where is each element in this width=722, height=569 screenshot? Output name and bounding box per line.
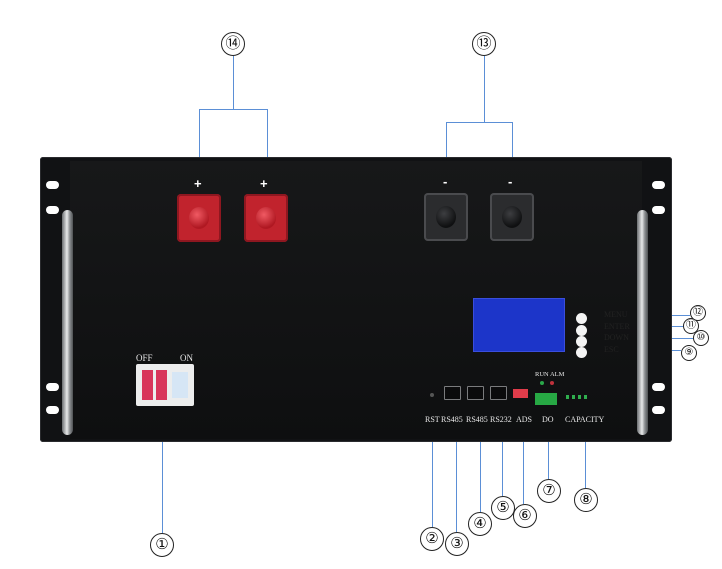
- callout-8: ⑧: [574, 488, 598, 512]
- rack-slot: [46, 206, 59, 214]
- leader-line: [432, 424, 433, 527]
- breaker-on-label: ON: [180, 353, 193, 363]
- leader-line: [548, 424, 549, 479]
- leader-line: [446, 122, 513, 123]
- breaker-toggle[interactable]: [142, 370, 153, 400]
- esc-button[interactable]: [576, 347, 587, 358]
- breaker-brand-plate: [172, 372, 188, 398]
- ads-label: ADS: [516, 415, 533, 424]
- leader-line: [585, 424, 586, 488]
- terminal-core: [256, 207, 276, 229]
- leader-line: [502, 424, 503, 496]
- down-button[interactable]: [576, 336, 587, 347]
- breaker-toggle[interactable]: [156, 370, 167, 400]
- do-terminal-block[interactable]: [535, 393, 557, 405]
- menu-label: MENU: [604, 310, 628, 319]
- reset-hole[interactable]: [430, 393, 434, 397]
- rack-slot: [652, 181, 665, 189]
- capacity-leds: [566, 395, 588, 399]
- leader-line: [162, 420, 163, 533]
- circuit-breaker[interactable]: [136, 364, 194, 406]
- leader-line: [233, 56, 234, 109]
- rs232-port[interactable]: [490, 386, 507, 400]
- rack-slot: [652, 206, 665, 214]
- plus-sign: +: [260, 176, 268, 191]
- rs485-port-a[interactable]: [444, 386, 461, 400]
- capacity-label: CAPACITY: [565, 415, 605, 424]
- down-label: DOWN: [604, 333, 629, 342]
- callout-1: ①: [150, 533, 174, 557]
- rack-slot: [46, 406, 59, 414]
- leader-line: [480, 424, 481, 512]
- callout-13: ⑬: [472, 32, 496, 56]
- positive-terminal[interactable]: [244, 194, 288, 242]
- left-handle[interactable]: [62, 210, 73, 435]
- plus-sign: +: [194, 176, 202, 191]
- esc-label: ESC: [604, 345, 619, 354]
- leader-line: [456, 424, 457, 532]
- minus-sign: -: [508, 174, 513, 189]
- callout-7: ⑦: [537, 479, 561, 503]
- negative-terminal[interactable]: [424, 193, 468, 241]
- rack-slot: [46, 181, 59, 189]
- rst-label: RST: [425, 415, 440, 424]
- terminal-core: [502, 206, 522, 228]
- callout-9: ⑨: [681, 345, 697, 361]
- leader-line: [199, 109, 268, 110]
- negative-terminal[interactable]: [490, 193, 534, 241]
- alarm-led: [550, 381, 554, 385]
- minus-sign: -: [443, 174, 448, 189]
- lcd-screen: [473, 298, 565, 352]
- leader-line: [512, 122, 513, 173]
- do-label: DO: [542, 415, 554, 424]
- positive-terminal[interactable]: [177, 194, 221, 242]
- rs485-port-b[interactable]: [467, 386, 484, 400]
- rs485-label: RS485: [466, 415, 488, 424]
- callout-2: ②: [420, 527, 444, 551]
- callout-4: ④: [468, 512, 492, 536]
- run-led: [540, 381, 544, 385]
- breaker-off-label: OFF: [136, 353, 153, 363]
- rs485-label: RS485: [441, 415, 463, 424]
- callout-12: ⑫: [690, 305, 706, 321]
- leader-line: [267, 109, 268, 171]
- rack-slot: [652, 406, 665, 414]
- callout-11: ⑪: [683, 318, 699, 334]
- run-alm-label: RUN ALM: [535, 371, 565, 378]
- enter-label: ENTER: [604, 322, 630, 331]
- terminal-core: [436, 206, 456, 228]
- enter-button[interactable]: [576, 325, 587, 336]
- leader-line: [446, 122, 447, 173]
- rs232-label: RS232: [490, 415, 512, 424]
- ads-dip-switch[interactable]: [513, 389, 528, 398]
- menu-button[interactable]: [576, 313, 587, 324]
- leader-line: [199, 109, 200, 171]
- terminal-core: [189, 207, 209, 229]
- leader-line: [523, 424, 524, 504]
- leader-line: [484, 56, 485, 122]
- callout-3: ③: [445, 532, 469, 556]
- callout-6: ⑥: [513, 504, 537, 528]
- callout-5: ⑤: [491, 496, 515, 520]
- rack-slot: [46, 383, 59, 391]
- right-handle[interactable]: [637, 210, 648, 435]
- rack-slot: [652, 383, 665, 391]
- callout-10: ⑩: [693, 330, 709, 346]
- callout-14: ⑭: [221, 32, 245, 56]
